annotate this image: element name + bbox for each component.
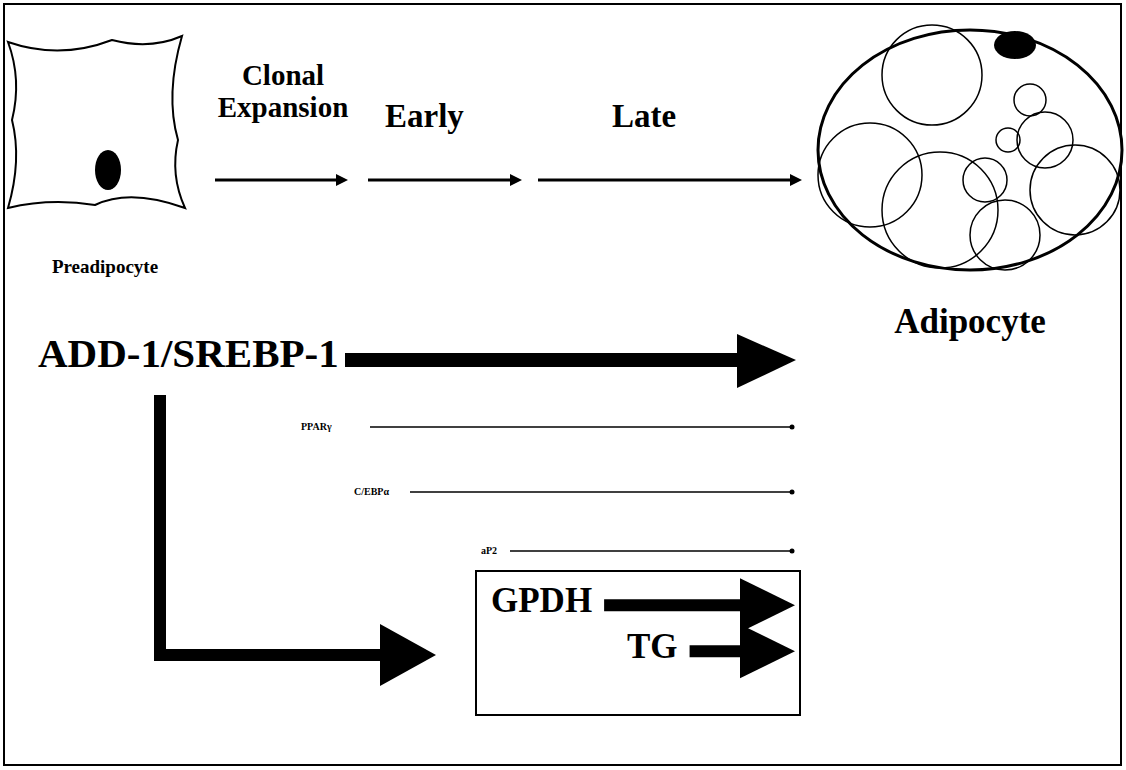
cell-label: Adipocyte: [894, 303, 1046, 342]
cell-label: Preadipocyte: [52, 257, 158, 278]
gene-label: aP2: [481, 545, 497, 556]
gene-label: C/EBPα: [354, 486, 389, 497]
arrowhead: [740, 578, 795, 632]
adipocyte-nucleus: [994, 31, 1036, 59]
add1-expression-arrow: [345, 353, 740, 367]
increase-arrow: [690, 645, 744, 657]
frame-border: [4, 4, 1121, 765]
stage-arrows: [215, 174, 802, 186]
marker-arrows: [370, 425, 795, 554]
lipid-droplets: [818, 25, 1120, 270]
enzyme-label: GPDH: [491, 582, 592, 621]
stage-label: Clonal Expansion: [198, 60, 368, 124]
preadipocyte-nucleus: [95, 150, 121, 190]
arrowhead: [380, 624, 436, 686]
stage-label: Late: [612, 98, 676, 134]
preadipocyte-cell: [8, 36, 185, 208]
gene-label: PPARγ: [301, 421, 332, 432]
enzyme-label: TG: [627, 628, 678, 667]
enzyme-box: GPDH TG: [475, 570, 801, 716]
arrowhead: [740, 624, 795, 678]
arrowhead: [737, 334, 796, 388]
stage-label: Early: [385, 98, 464, 134]
adipocyte-cell: [818, 30, 1122, 270]
regulation-arrow: [160, 395, 382, 655]
gene-label: ADD-1/SREBP-1: [38, 331, 339, 376]
increase-arrow: [604, 599, 744, 611]
